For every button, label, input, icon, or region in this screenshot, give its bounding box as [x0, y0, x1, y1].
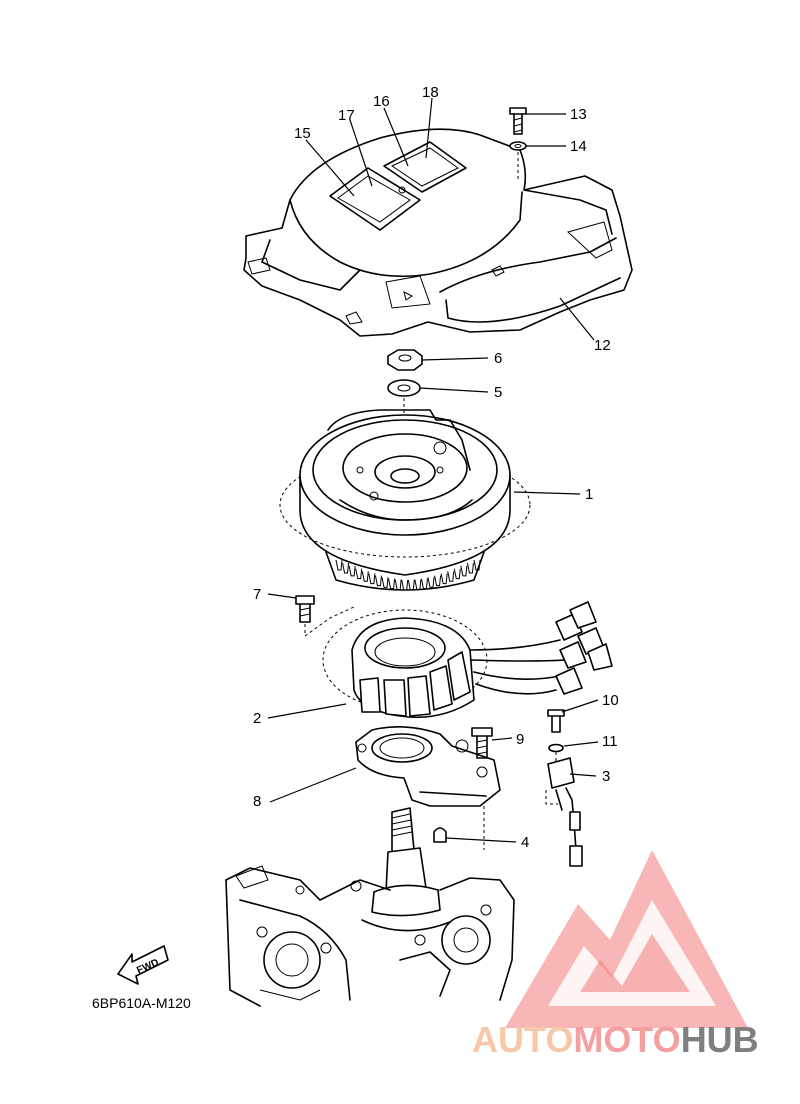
gear-tooth [401, 579, 409, 591]
watermark-hub: HUB [681, 1019, 759, 1060]
pulser-coil [545, 757, 583, 867]
callout-9: 9 [516, 731, 524, 748]
stator-assembly [322, 601, 613, 719]
automotohub-logo-icon [505, 850, 748, 1028]
gear-tooth [335, 559, 343, 571]
watermark-auto: AUTO [472, 1019, 573, 1060]
svg-text:AUTOMOTOHUB: AUTOMOTOHUB [472, 1019, 759, 1060]
gear-tooth [466, 562, 474, 574]
stator-coils [359, 651, 471, 717]
callout-7: 7 [253, 586, 261, 603]
woodruff-key [433, 827, 447, 843]
flywheel-cover [243, 128, 633, 337]
callout-5: 5 [494, 384, 502, 401]
automotohub-wordmark: AUTOMOTOHUB [472, 1019, 759, 1060]
gear-tooth [427, 577, 435, 588]
callout-8: 8 [253, 793, 261, 810]
callout-11: 11 [602, 733, 618, 750]
flywheel-magneto [279, 409, 531, 591]
bolt-9 [471, 727, 493, 759]
callout-leaders [267, 97, 599, 843]
gear-tooth [440, 573, 448, 585]
gear-tooth [348, 565, 356, 577]
gear-tooth [447, 571, 455, 582]
callout-10: 10 [602, 692, 619, 709]
washer-11 [548, 743, 564, 766]
gear-tooth [368, 573, 376, 585]
gear-tooth [342, 562, 350, 574]
callout-18: 18 [422, 84, 439, 101]
gear-tooth [420, 578, 428, 590]
callout-2: 2 [253, 710, 261, 727]
crankshaft-end [371, 807, 441, 917]
gear-tooth [381, 577, 389, 588]
callout-labels: 1 2 3 4 5 6 7 8 9 10 11 12 13 14 15 16 1… [253, 84, 619, 851]
gear-tooth [361, 571, 369, 582]
callout-3: 3 [602, 768, 610, 785]
gear-tooth [414, 579, 422, 590]
part-code: 6BP610A-M120 [92, 995, 191, 1011]
gear-tooth [388, 578, 396, 590]
watermark-moto: MOTO [573, 1019, 680, 1060]
bolt-10 [547, 709, 565, 733]
callout-14: 14 [570, 138, 587, 155]
callout-1: 1 [585, 486, 593, 503]
bolt-13 [509, 107, 527, 135]
gear-tooth [394, 579, 402, 590]
gear-tooth [434, 575, 442, 587]
gear-tooth [374, 575, 382, 587]
callout-12: 12 [594, 337, 611, 354]
callout-16: 16 [373, 93, 390, 110]
gear-tooth [453, 568, 461, 580]
nut-6 [387, 349, 423, 371]
callout-17: 17 [338, 107, 355, 124]
washer-14 [509, 141, 527, 182]
gear-tooth [473, 559, 481, 571]
bolt-7 [295, 595, 357, 637]
callout-6: 6 [494, 350, 502, 367]
fwd-arrow-icon: FWD [117, 945, 169, 985]
callout-4: 4 [521, 834, 529, 851]
powerhead-block [225, 865, 515, 1007]
ring-gear-teeth [335, 559, 481, 591]
gear-tooth [460, 565, 468, 577]
callout-15: 15 [294, 125, 311, 142]
stator-bracket [355, 726, 501, 850]
gear-tooth [355, 568, 363, 580]
callout-13: 13 [570, 106, 587, 123]
gear-tooth [407, 579, 415, 591]
